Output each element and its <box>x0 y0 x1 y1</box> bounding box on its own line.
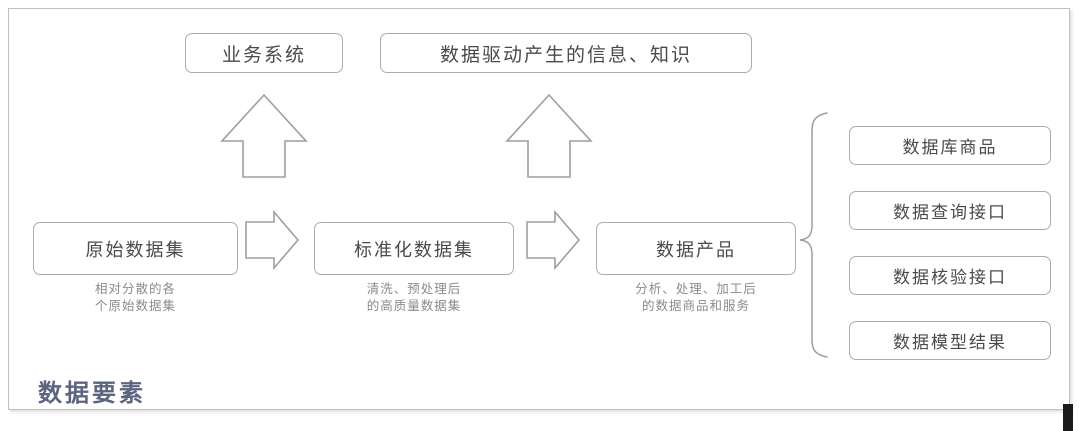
diagram-title: 数据要素 <box>38 381 146 407</box>
node-data-product[interactable]: 数据产品 <box>596 222 796 275</box>
node-business-system[interactable]: 业务系统 <box>185 33 343 73</box>
right-arrow-icon-1 <box>245 209 300 271</box>
node-data-insights[interactable]: 数据驱动产生的信息、知识 <box>380 33 752 73</box>
node-db-commodity[interactable]: 数据库商品 <box>849 126 1051 165</box>
right-arrow-icon-2 <box>526 209 581 271</box>
node-query-api[interactable]: 数据查询接口 <box>849 191 1051 230</box>
up-arrow-icon-1 <box>220 93 308 178</box>
node-verify-api[interactable]: 数据核验接口 <box>849 256 1051 295</box>
node-standard-dataset[interactable]: 标准化数据集 <box>314 222 514 275</box>
caption-standard-dataset: 清洗、预处理后 的高质量数据集 <box>366 282 462 313</box>
caption-data-product: 分析、处理、加工后 的数据商品和服务 <box>635 282 757 313</box>
curly-brace-icon <box>799 112 828 358</box>
up-arrow-icon-2 <box>505 93 593 178</box>
diagram-frame: 业务系统 数据驱动产生的信息、知识 原始数据集 相对分散的各 个原始数据集 标准… <box>8 8 1070 410</box>
node-raw-dataset[interactable]: 原始数据集 <box>33 222 238 275</box>
node-model-result[interactable]: 数据模型结果 <box>849 321 1051 360</box>
caption-raw-dataset: 相对分散的各 个原始数据集 <box>94 282 176 313</box>
corner-mark <box>1063 404 1073 431</box>
